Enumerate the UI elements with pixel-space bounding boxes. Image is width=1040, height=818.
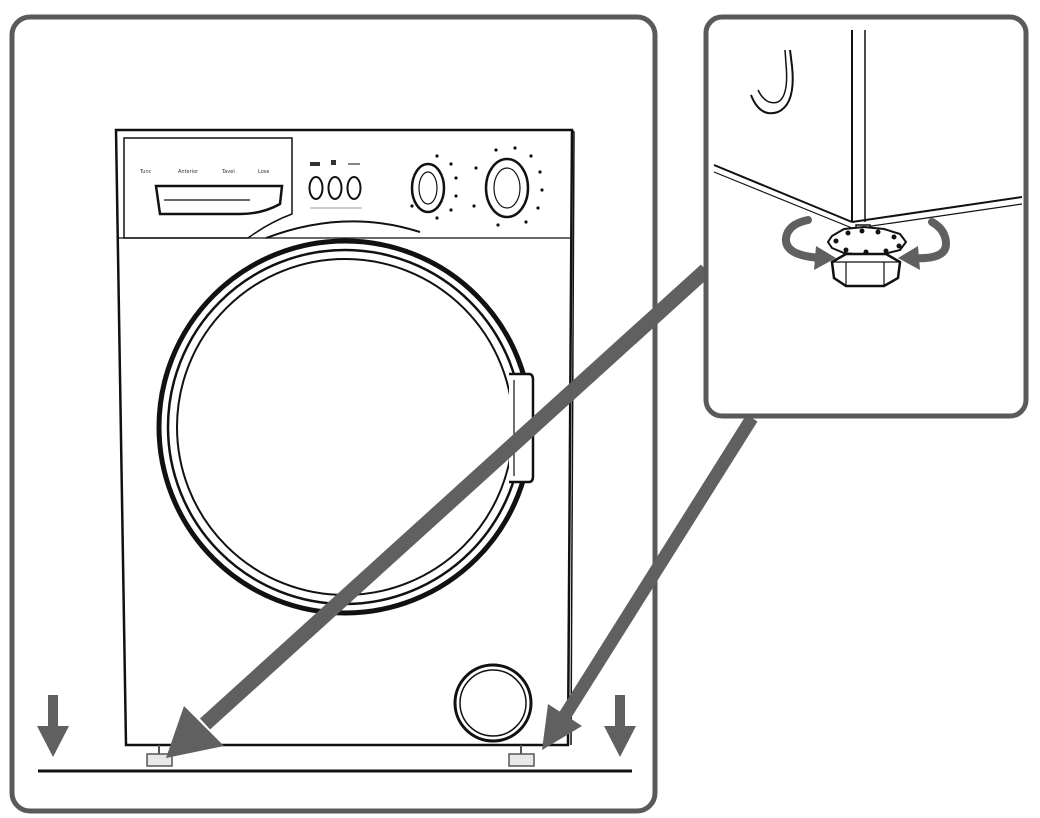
rotate-arrow-left-head <box>814 246 836 270</box>
machine-bottom-left-edge-inner <box>713 171 853 229</box>
foot-gear-tooth <box>833 238 839 244</box>
temperature-tick <box>454 194 458 198</box>
temperature-tick <box>449 208 453 212</box>
button-icon-1 <box>310 162 320 166</box>
programme-dial <box>472 146 544 227</box>
panel-label-2: Anterior <box>178 169 199 175</box>
door-glass <box>176 258 514 596</box>
filter-cap-outer <box>453 663 533 743</box>
inset-panel-frame <box>703 14 1029 419</box>
button-icon-2 <box>331 160 336 165</box>
foot-gear-tooth <box>859 228 865 234</box>
temperature-dial-inner <box>418 171 438 205</box>
down-arrow-left-shaft <box>48 695 58 728</box>
programme-tick <box>536 206 540 210</box>
function-button-3 <box>346 176 362 200</box>
temperature-tick <box>435 154 439 158</box>
inset-panel <box>703 14 1029 419</box>
pointer-arrow-left-head <box>166 706 224 758</box>
programme-tick <box>474 166 478 170</box>
foot-hex-nut <box>830 252 902 288</box>
panel-label-3: Tavel <box>221 169 235 175</box>
panel-label-4: Lose <box>258 169 269 175</box>
pointer-arrow-left-shaft <box>199 264 712 730</box>
down-arrow-right-head <box>604 726 636 757</box>
temperature-tick <box>454 176 458 180</box>
temperature-tick <box>449 162 453 166</box>
down-arrow-right <box>604 695 636 757</box>
foot-gear-tooth <box>883 248 889 254</box>
porthole-door <box>156 238 535 616</box>
machine-side-edge <box>570 129 575 746</box>
function-buttons <box>308 160 362 209</box>
foot-gear-tooth <box>845 230 851 236</box>
temperature-tick <box>410 204 414 208</box>
temperature-tick <box>435 216 439 220</box>
detergent-drawer-handle <box>154 184 284 216</box>
pump-filter-cap <box>453 663 533 743</box>
programme-tick <box>540 188 544 192</box>
machine-bottom-right-edge <box>851 196 1023 223</box>
programme-dial-knob <box>484 157 530 219</box>
programme-tick <box>538 170 542 174</box>
foot-gear-tooth <box>896 243 902 249</box>
programme-tick <box>472 204 476 208</box>
pointer-arrow-right-shaft <box>558 414 758 721</box>
pointer-arrow-right-head <box>542 704 582 750</box>
main-panel-frame <box>9 14 658 814</box>
programme-tick <box>524 220 528 224</box>
door-top-rim <box>265 220 421 239</box>
function-button-2 <box>327 176 343 200</box>
machine-bottom-left-edge <box>713 164 853 223</box>
adjustable-foot <box>826 224 908 288</box>
panel-label-1: Tunc <box>139 169 152 175</box>
filter-cap-inner <box>459 669 527 737</box>
programme-tick <box>529 154 533 158</box>
programme-dial-inner <box>493 167 521 209</box>
leveling-foot-right <box>508 753 535 767</box>
machine-bottom-right-edge-inner <box>857 203 1023 229</box>
programme-tick <box>513 146 517 150</box>
down-arrow-left-head <box>37 726 69 757</box>
foot-gear-tooth <box>875 229 881 235</box>
pointer-arrows <box>166 264 758 758</box>
rotate-arrow-left-curve <box>781 216 826 262</box>
programme-tick <box>496 223 500 227</box>
rotate-arrow-left <box>781 216 836 270</box>
rotate-arrow-right-curve <box>908 218 951 263</box>
foot-gear-tooth <box>891 234 897 240</box>
programme-tick <box>494 148 498 152</box>
hose-curve-inner <box>757 49 788 104</box>
temperature-dial-knob <box>410 162 446 214</box>
temperature-dial <box>410 154 458 220</box>
detergent-drawer-outline <box>123 137 293 239</box>
rotate-arrow-right <box>898 218 951 270</box>
control-panel: Tunc Anterior Tavel Lose <box>118 137 570 239</box>
rotate-arrow-right-head <box>898 246 920 270</box>
down-arrow-left <box>37 695 69 757</box>
down-arrow-right-shaft <box>615 695 625 728</box>
main-panel: Tunc Anterior Tavel Lose <box>9 14 658 814</box>
hose-curve <box>750 49 794 115</box>
function-button-1 <box>308 176 324 200</box>
foot-gear-tooth <box>843 247 849 253</box>
